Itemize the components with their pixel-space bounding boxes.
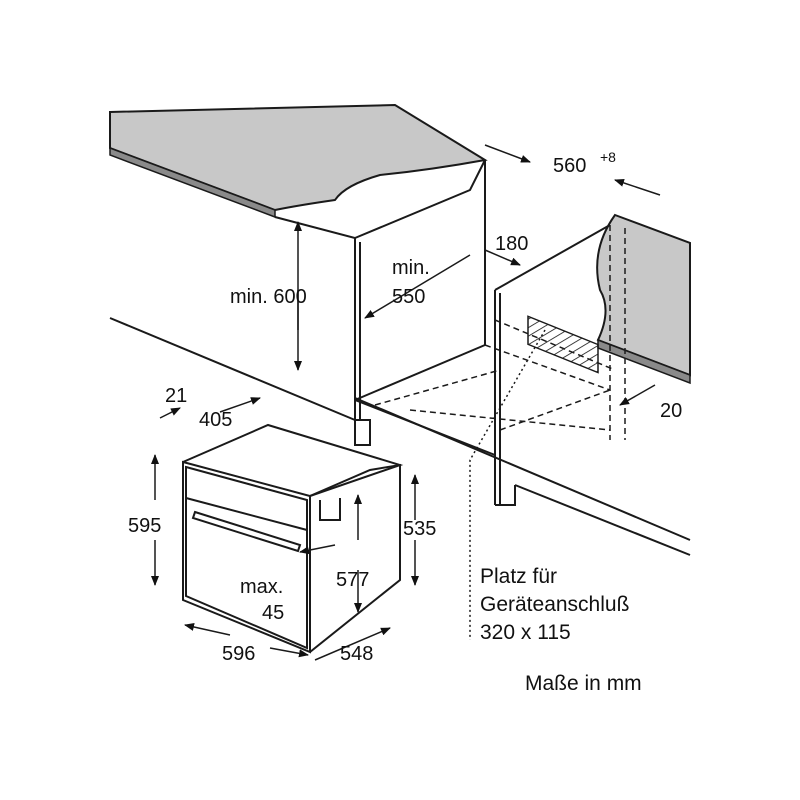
label-min-600: min. 600 [230, 286, 307, 308]
label-577: 577 [336, 569, 369, 591]
floor-lines [109, 317, 691, 541]
label-45: 45 [262, 602, 284, 624]
label-min: min. [392, 257, 430, 279]
right-countertop [596, 213, 691, 377]
note-units: Maße in mm [525, 672, 642, 695]
label-535: 535 [403, 518, 436, 540]
note-connection-2: Geräteanschluß [480, 593, 629, 616]
label-595: 595 [128, 515, 161, 537]
label-21: 21 [165, 385, 187, 407]
label-550: 550 [392, 286, 425, 308]
label-max: max. [240, 576, 283, 598]
connection-dotted-line [469, 329, 546, 640]
note-connection-1: Platz für [480, 565, 557, 588]
oven [182, 423, 404, 654]
note-connection-3: 320 x 115 [480, 621, 571, 644]
label-596: 596 [222, 643, 255, 665]
niche-hidden-lines [374, 225, 626, 440]
label-548: 548 [340, 643, 373, 665]
label-plus8: +8 [600, 149, 616, 165]
notes: Platz für Geräteanschluß 320 x 115 Maße … [480, 565, 642, 695]
left-countertop [109, 103, 488, 212]
connection-area [527, 315, 599, 374]
label-405: 405 [199, 409, 232, 431]
dimension-lines [151, 144, 661, 661]
dimension-labels: 560 +8 min. 600 min. 550 180 20 21 405 5… [128, 149, 682, 665]
label-20: 20 [660, 400, 682, 422]
label-180: 180 [495, 233, 528, 255]
label-560: 560 [553, 155, 586, 177]
